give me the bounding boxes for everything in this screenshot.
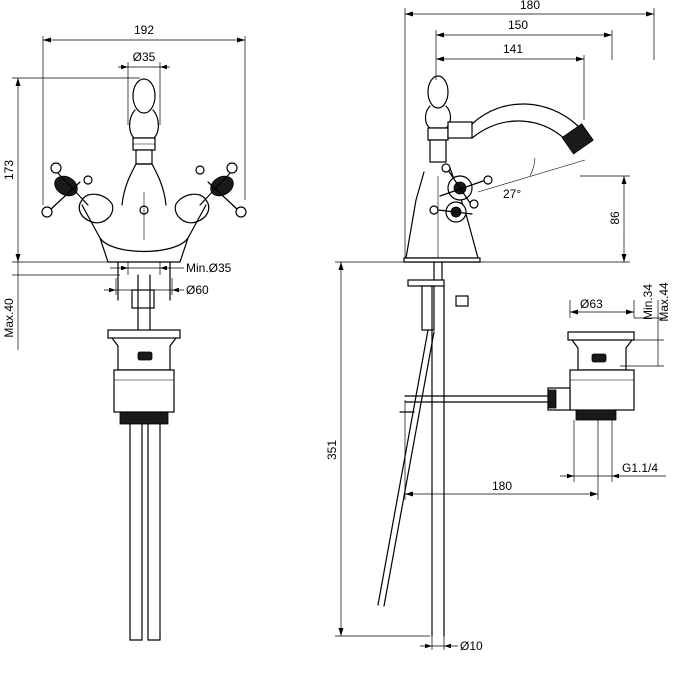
dim-total-height-351: 351 — [325, 440, 339, 460]
dim-projection-180: 180 — [520, 0, 540, 12]
dim-spout-height-86: 86 — [608, 211, 622, 225]
dim-rod-diameter10: Ø10 — [460, 639, 483, 653]
dim-projection-150: 150 — [508, 18, 528, 32]
dim-deck-max40: Max.40 — [2, 298, 16, 338]
dim-waste-min34: Min.34 — [641, 284, 655, 320]
dim-projection-141: 141 — [503, 42, 523, 56]
dim-spout-angle: 27° — [503, 187, 521, 201]
dim-width-192: 192 — [134, 23, 154, 37]
dim-handle-diameter: Ø35 — [133, 50, 156, 64]
dim-waste-max44: Max.44 — [657, 282, 671, 322]
dim-rod-length-180: 180 — [492, 479, 512, 493]
dim-base-diameter60: Ø60 — [186, 283, 209, 297]
dim-hole-min35: Min.Ø35 — [186, 261, 232, 275]
front-view: 192 Ø35 173 Max.40 Min.Ø35 Ø60 — [2, 23, 247, 641]
dim-height-173: 173 — [2, 160, 16, 180]
dim-waste-thread: G1.1/4 — [622, 461, 658, 475]
side-view: 180 150 141 86 27° 351 180 — [325, 0, 671, 653]
dim-waste-diameter63: Ø63 — [580, 297, 603, 311]
